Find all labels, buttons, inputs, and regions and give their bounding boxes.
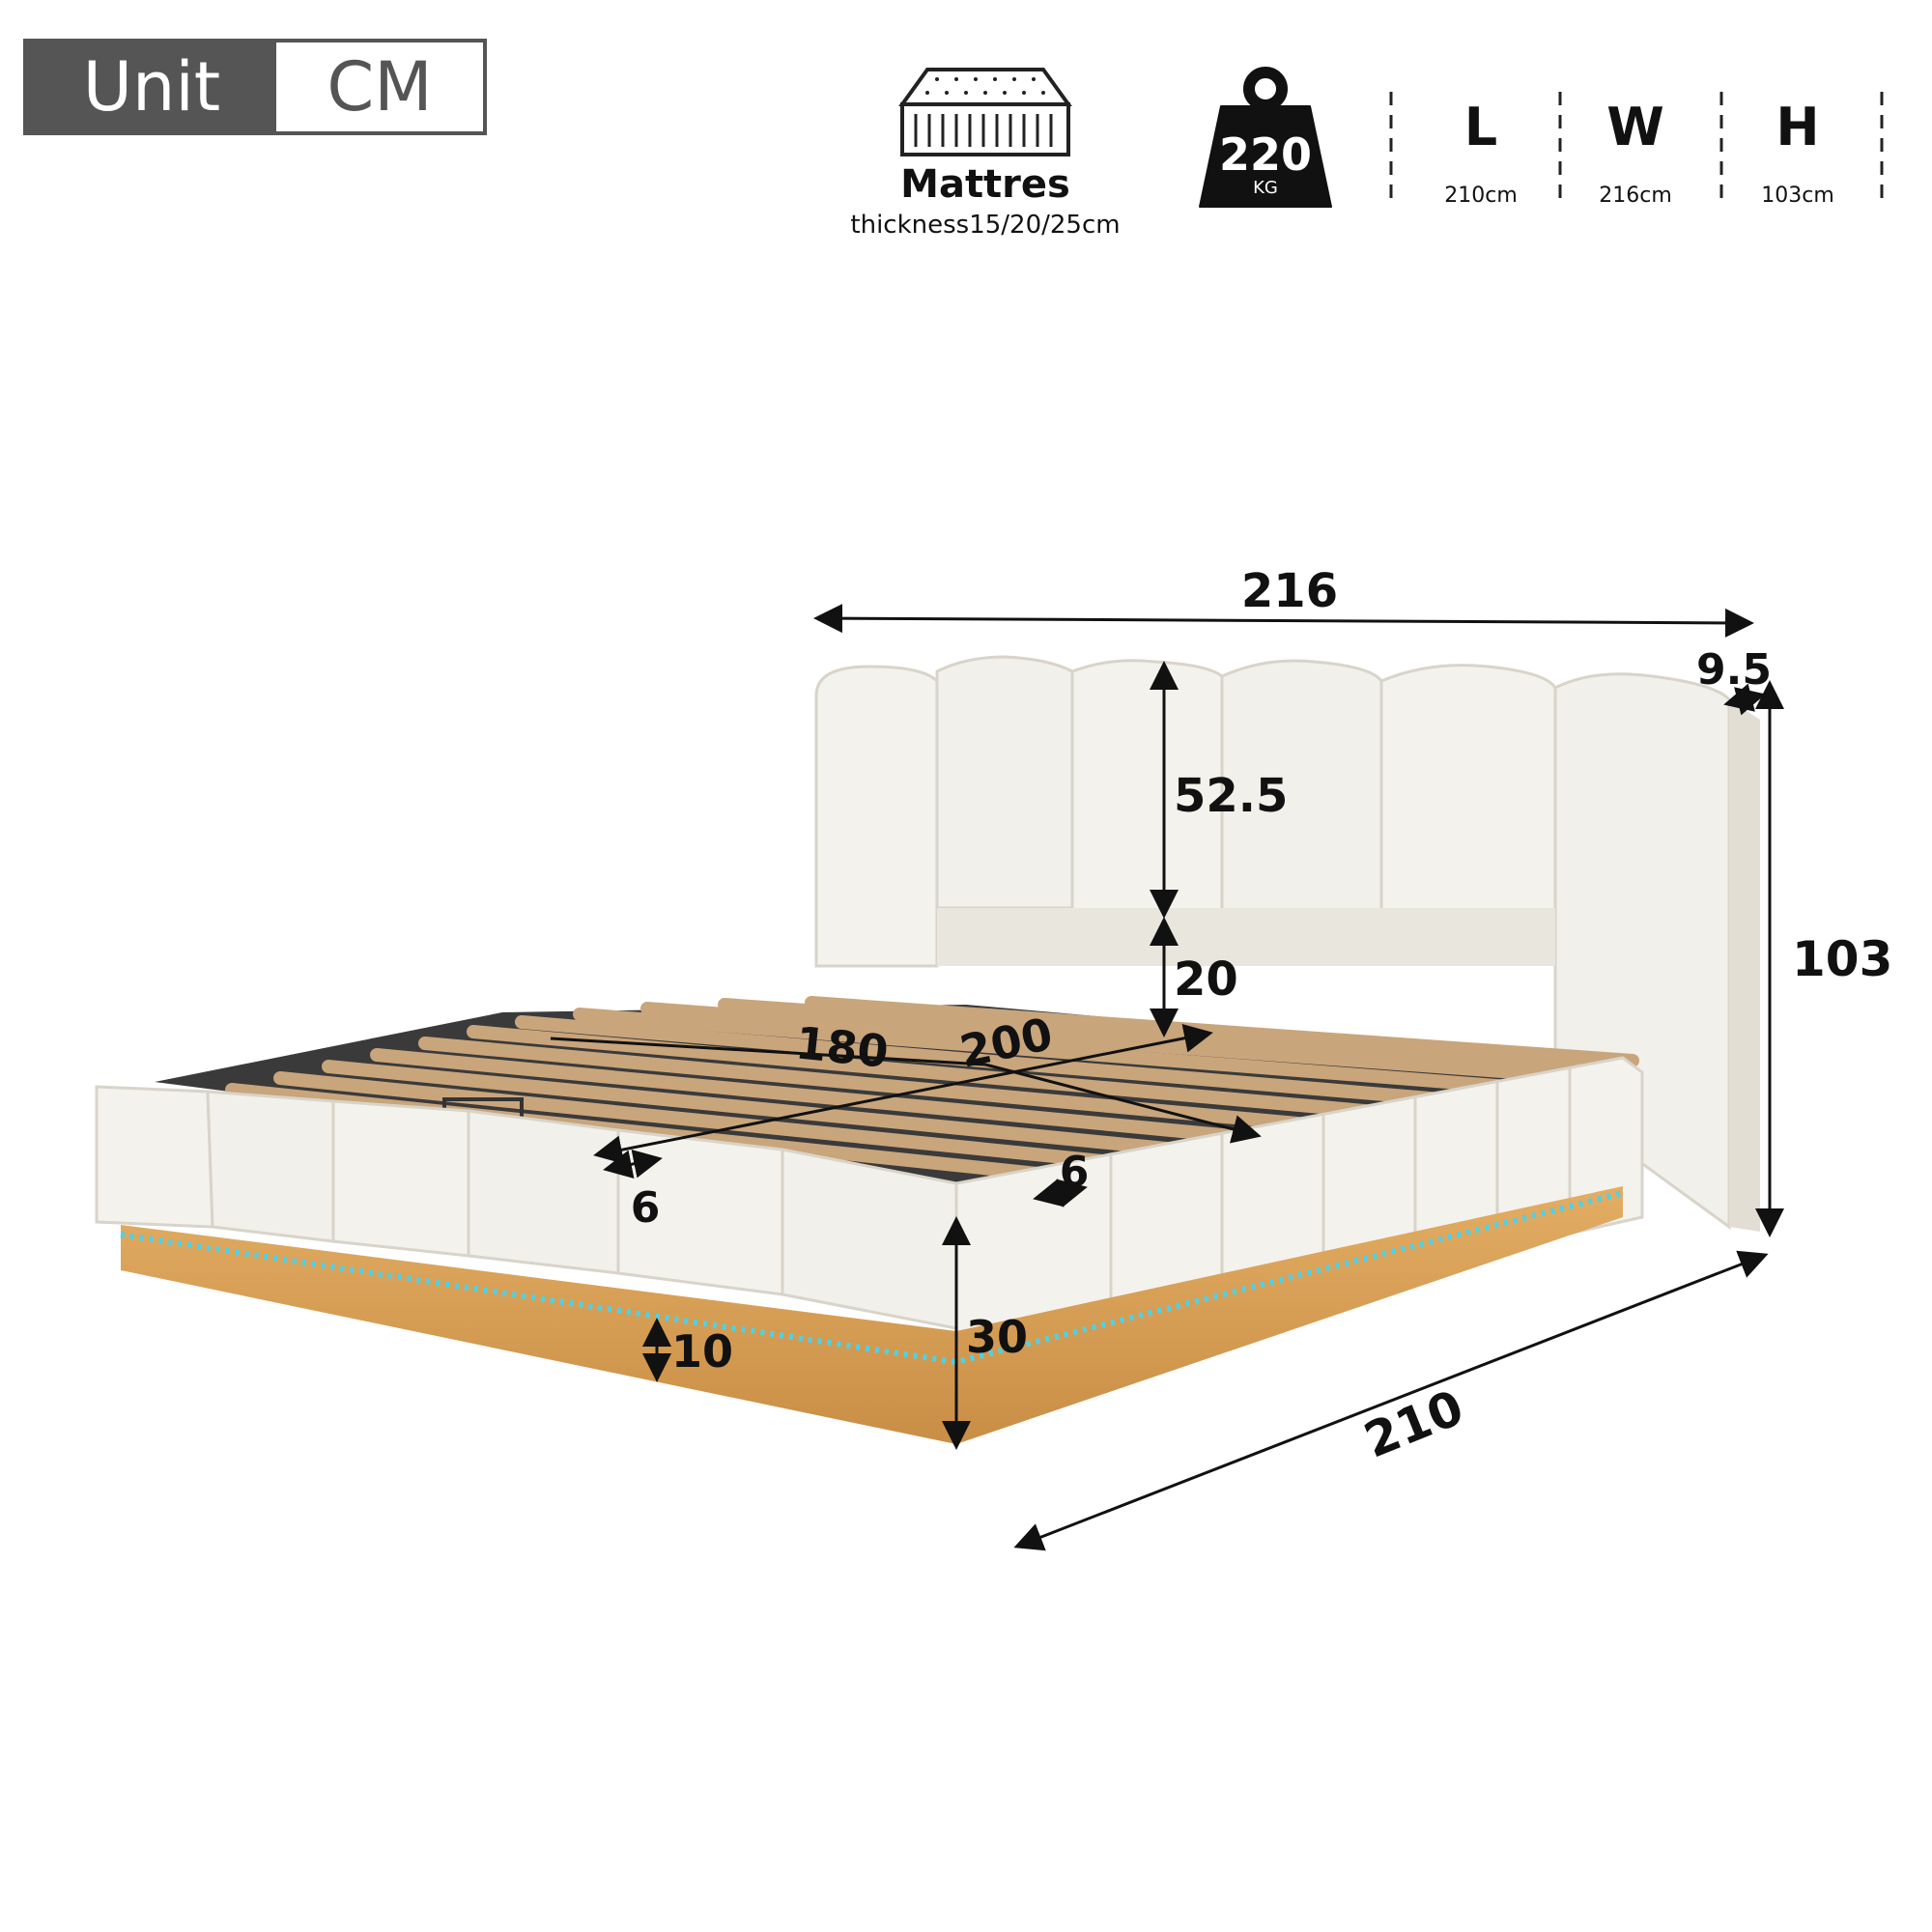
label-headboard-thickness: 9.5 bbox=[1696, 645, 1772, 695]
unit-badge: Unit CM bbox=[23, 39, 487, 135]
label-base-height: 10 bbox=[671, 1325, 733, 1378]
label-headboard-panel-height: 52.5 bbox=[1174, 769, 1288, 823]
label-frame-height: 30 bbox=[966, 1311, 1028, 1363]
dim-value-h: 103cm bbox=[1761, 184, 1834, 208]
label-total-height: 103 bbox=[1792, 931, 1892, 987]
mattress-thickness: thickness15/20/25cm bbox=[850, 211, 1121, 240]
dim-letter-l: L bbox=[1463, 97, 1498, 157]
unit-label: Unit bbox=[27, 43, 276, 131]
weight-icon: 220 KG bbox=[1199, 67, 1332, 208]
label-headboard-gap: 20 bbox=[1174, 952, 1238, 1007]
label-side-rail-right: 6 bbox=[1060, 1148, 1090, 1197]
dimension-dividers bbox=[1389, 92, 1884, 208]
dim-letter-w: W bbox=[1606, 97, 1664, 157]
unit-value: CM bbox=[276, 43, 483, 131]
weight-unit: KG bbox=[1253, 178, 1278, 198]
label-inner-width: 180 bbox=[793, 1016, 891, 1078]
mattress-icon bbox=[898, 68, 1072, 156]
dim-value-w: 216cm bbox=[1599, 184, 1672, 208]
dim-value-l: 210cm bbox=[1444, 184, 1518, 208]
label-total-width: 216 bbox=[1241, 564, 1338, 618]
mattress-title: Mattres bbox=[900, 162, 1070, 207]
label-side-rail-left: 6 bbox=[631, 1183, 661, 1233]
dim-letter-h: H bbox=[1776, 97, 1820, 157]
weight-value: 220 bbox=[1219, 128, 1312, 181]
